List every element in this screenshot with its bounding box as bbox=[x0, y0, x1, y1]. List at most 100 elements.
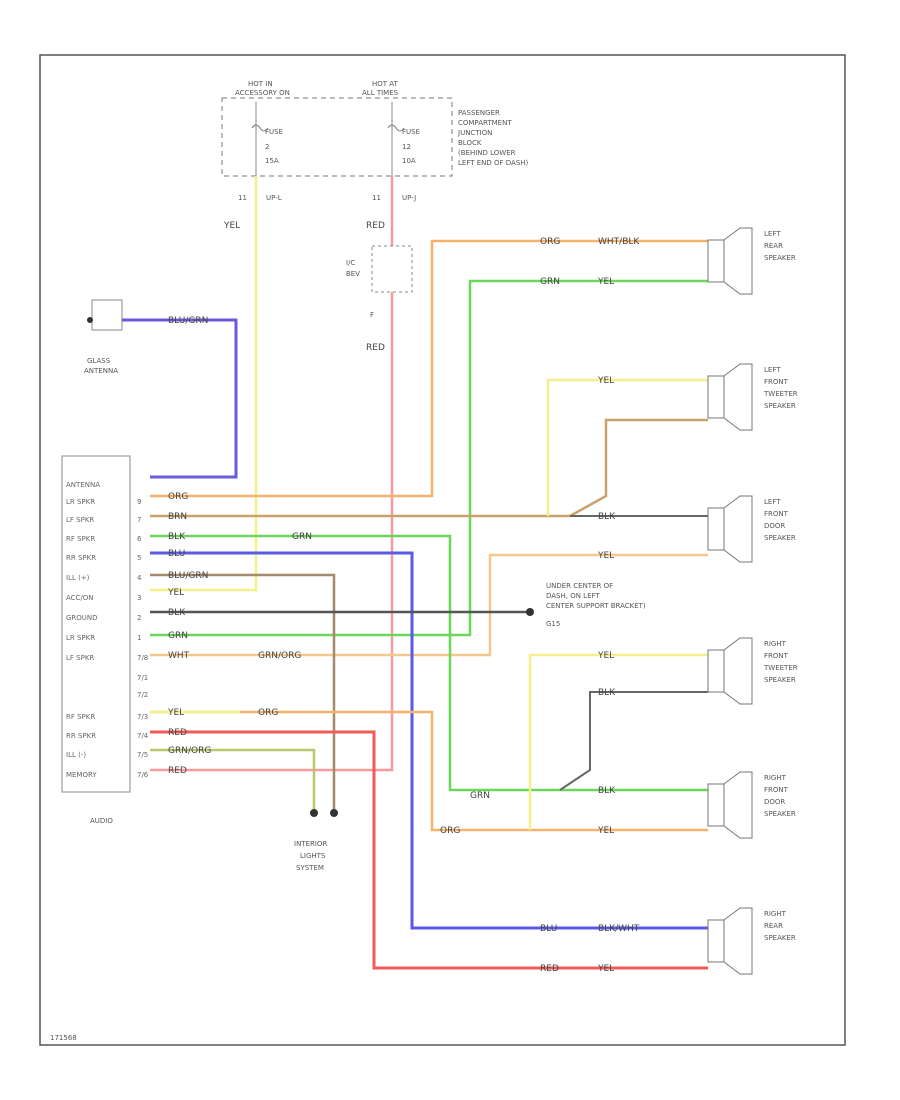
junction-desc-5: LEFT END OF DASH) bbox=[458, 159, 529, 167]
fuse-left-symbol bbox=[251, 124, 269, 132]
label-blk-rft: BLK bbox=[598, 688, 616, 698]
fuse-left-label: FUSE bbox=[265, 128, 283, 136]
wire-ill-neg bbox=[150, 748, 316, 810]
speaker-label-left_rear-0: LEFT bbox=[764, 230, 781, 238]
speaker-label-right_front_door-2: DOOR bbox=[764, 798, 785, 806]
fuse-right-label: FUSE bbox=[402, 128, 420, 136]
speaker-label-right_front_tweeter-0: RIGHT bbox=[764, 640, 787, 648]
audio-pin-num-1: 9 bbox=[137, 498, 141, 506]
label-blk-ground: BLK bbox=[168, 608, 186, 618]
footer-code: 171568 bbox=[50, 1034, 77, 1042]
audio-pin-num-14: 7/5 bbox=[137, 751, 148, 759]
label-yel-acc: YEL bbox=[167, 588, 184, 598]
antenna-label-2: ANTENNA bbox=[84, 367, 118, 375]
wire-blu-right-rear bbox=[150, 551, 708, 930]
audio-pin-num-5: 4 bbox=[137, 574, 142, 582]
audio-pin-4: RR SPKR bbox=[66, 554, 96, 562]
audio-pin-3: RF SPKR bbox=[66, 535, 95, 543]
audio-pin-14: ILL (-) bbox=[66, 751, 86, 759]
wire-grn-left-rear bbox=[150, 279, 708, 637]
speaker-cone-right_rear bbox=[723, 907, 753, 975]
audio-pin-7: GROUND bbox=[66, 614, 98, 622]
speaker-body-right_front_tweeter bbox=[707, 649, 725, 693]
label-blugrn-2: BLU/GRN bbox=[168, 571, 208, 581]
fuse-left-num: 2 bbox=[265, 143, 269, 151]
fuse-left-amp: 15A bbox=[265, 157, 279, 165]
junction-block bbox=[221, 97, 453, 177]
audio-pin-num-3: 6 bbox=[137, 535, 142, 543]
speaker-label-right_front_door-0: RIGHT bbox=[764, 774, 787, 782]
speaker-label-right_front_tweeter-3: SPEAKER bbox=[764, 676, 796, 684]
audio-pin-num-2: 7 bbox=[137, 516, 141, 524]
audio-unit bbox=[61, 455, 131, 793]
audio-pin-15: MEMORY bbox=[66, 771, 97, 779]
audio-pin-0: ANTENNA bbox=[66, 481, 100, 489]
label-blk-rr: BLK/WHT bbox=[598, 924, 640, 934]
label-org-rf: ORG bbox=[258, 708, 278, 718]
audio-pin-num-9: 7/8 bbox=[137, 654, 148, 662]
speaker-label-right_rear-0: RIGHT bbox=[764, 910, 787, 918]
label-red-rr: RED bbox=[168, 728, 187, 738]
speaker-cone-right_front_tweeter bbox=[723, 637, 753, 705]
label-red-top: RED bbox=[366, 221, 385, 231]
fusible-label-1: I/C bbox=[346, 259, 355, 267]
wire-blk-right-tweeter bbox=[559, 691, 708, 791]
audio-pin-num-6: 3 bbox=[137, 594, 141, 602]
hot-left-2: ACCESSORY ON bbox=[235, 89, 290, 97]
junction-desc-2: JUNCTION bbox=[457, 129, 492, 137]
wire-org-left-rear bbox=[150, 239, 708, 498]
label-yel-rf: YEL bbox=[167, 708, 184, 718]
fuse-right-symbol bbox=[387, 124, 405, 132]
junction-desc-0: PASSENGER bbox=[458, 109, 500, 117]
label-grn-1: GRN bbox=[292, 532, 312, 542]
wire-grn-right-door bbox=[150, 534, 708, 792]
speaker-label-left_rear-1: REAR bbox=[764, 242, 783, 250]
label-grn-lr: GRN bbox=[540, 277, 560, 287]
interior-label-1: LIGHTS bbox=[300, 852, 326, 860]
fuse-right-amp: 10A bbox=[402, 157, 416, 165]
wire-antenna bbox=[122, 318, 238, 479]
audio-pin-9: LF SPKR bbox=[66, 654, 94, 662]
speaker-body-left_front_door bbox=[707, 507, 725, 551]
speaker-label-left_front_tweeter-3: SPEAKER bbox=[764, 402, 796, 410]
fusible-pin: F bbox=[370, 311, 374, 319]
speaker-label-left_front_door-1: FRONT bbox=[764, 510, 789, 518]
wire-yel-acc bbox=[150, 176, 258, 592]
diagram-frame bbox=[39, 54, 846, 1046]
audio-label: AUDIO bbox=[90, 817, 113, 825]
audio-pin-num-15: 7/6 bbox=[137, 771, 149, 779]
label-wht: WHT bbox=[168, 651, 190, 661]
ground-label-1: DASH, ON LEFT bbox=[546, 592, 600, 600]
wire-red-memory bbox=[150, 176, 394, 772]
interior-terminal-1 bbox=[310, 809, 318, 817]
audio-pin-2: LF SPKR bbox=[66, 516, 94, 524]
wire-grnorg-left-door bbox=[150, 553, 708, 657]
audio-pin-12: RF SPKR bbox=[66, 713, 95, 721]
speaker-label-right_front_tweeter-1: FRONT bbox=[764, 652, 789, 660]
label-yel-lr: YEL bbox=[597, 277, 614, 287]
speaker-cone-left_front_door bbox=[723, 495, 753, 563]
audio-pin-num-8: 1 bbox=[137, 634, 141, 642]
label-red-mid: RED bbox=[366, 343, 385, 353]
speaker-cone-left_front_tweeter bbox=[723, 363, 753, 431]
label-yel-rr: YEL bbox=[597, 964, 614, 974]
conn-right: UP-J bbox=[402, 194, 416, 202]
wire-org-right-door bbox=[150, 710, 708, 832]
label-yel-rft: YEL bbox=[597, 651, 614, 661]
label-yel-top: YEL bbox=[223, 221, 240, 231]
junction-desc-3: BLOCK bbox=[458, 139, 482, 147]
hot-right-1: HOT AT bbox=[372, 80, 399, 88]
fuse-right-num: 12 bbox=[402, 143, 411, 151]
fusible-link-box bbox=[371, 245, 413, 293]
wire-yel-right-tweeter bbox=[528, 653, 708, 830]
label-blk-lfd: BLK bbox=[598, 512, 616, 522]
speaker-group: LEFTREARSPEAKERLEFTFRONTTWEETERSPEAKERLE… bbox=[707, 227, 798, 975]
label-antenna-wire: BLU/GRN bbox=[168, 316, 208, 326]
junction-desc-1: COMPARTMENT bbox=[458, 119, 512, 127]
pin-right: 11 bbox=[372, 194, 381, 202]
audio-pin-num-7: 2 bbox=[137, 614, 141, 622]
speaker-label-left_front_door-2: DOOR bbox=[764, 522, 785, 530]
audio-pin-8: LR SPKR bbox=[66, 634, 95, 642]
pin-left: 11 bbox=[238, 194, 247, 202]
antenna-label-1: GLASS bbox=[87, 357, 111, 365]
